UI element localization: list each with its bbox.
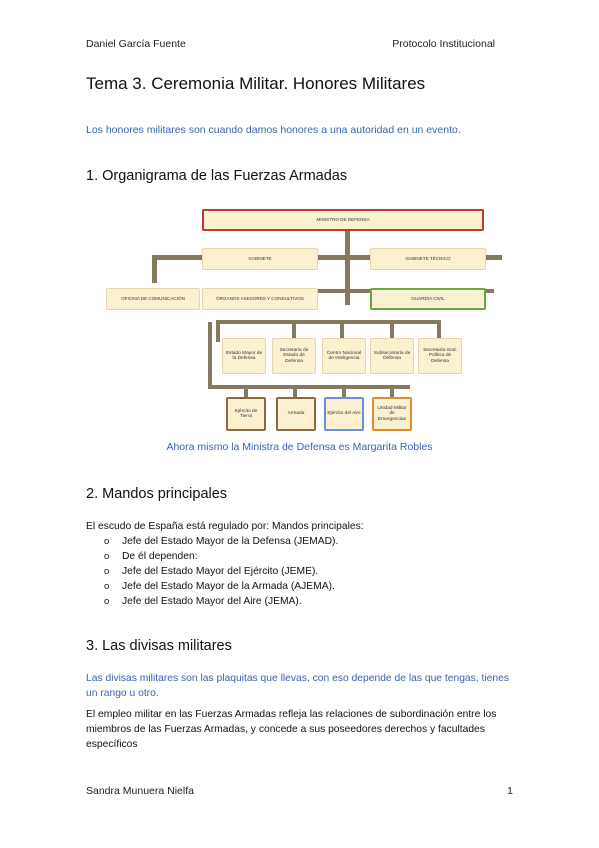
header-author: Daniel García Fuente xyxy=(86,38,186,50)
org-box-minister: MINISTRO DE DEFENSA xyxy=(202,209,484,231)
list-item: Jefe del Estado Mayor del Aire (JEMA). xyxy=(104,594,338,609)
list-item-text: Jefe del Estado Mayor del Aire (JEMA). xyxy=(122,596,302,607)
org-box-organos: ÓRGANOS ASESORES Y CONSULTIVOS xyxy=(202,288,318,310)
org-box-level4: Ejército del Aire xyxy=(324,397,364,431)
list-item: Jefe del Estado Mayor del Ejército (JEME… xyxy=(104,564,338,579)
org-box-level3: Centro Nacional de Inteligencia xyxy=(322,338,366,374)
list-item: Jefe del Estado Mayor de la Defensa (JEM… xyxy=(104,534,338,549)
footer-author: Sandra Munuera Nielfa xyxy=(86,785,194,797)
list-item-text: Jefe del Estado Mayor de la Defensa (JEM… xyxy=(122,536,339,547)
section1-heading: 1. Organigrama de las Fuerzas Armadas xyxy=(86,168,348,184)
org-line xyxy=(340,320,344,342)
org-box-level3: Secretaría Gral. Política de Defensa xyxy=(418,338,462,374)
intro-text: Los honores militares son cuando damos h… xyxy=(86,124,461,136)
org-box-level4: Armada xyxy=(276,397,316,431)
page-title: Tema 3. Ceremonia Militar. Honores Milit… xyxy=(86,74,426,93)
org-line xyxy=(437,320,441,342)
list-item-text: Jefe del Estado Mayor de la Armada (AJEM… xyxy=(122,581,335,592)
org-line xyxy=(208,322,212,386)
org-line xyxy=(293,385,297,397)
org-line xyxy=(208,385,410,389)
list-item-text: De él dependen: xyxy=(122,551,198,562)
org-line xyxy=(390,320,394,342)
org-line xyxy=(224,289,494,293)
org-box-gabinete: GABINETE xyxy=(202,248,318,270)
mandos-list: Jefe del Estado Mayor de la Defensa (JEM… xyxy=(104,534,338,609)
org-line xyxy=(152,255,157,283)
org-line xyxy=(216,320,220,342)
header-course: Protocolo Institucional xyxy=(392,38,495,50)
section3-blue-paragraph: Las divisas militares son las plaquitas … xyxy=(86,673,510,699)
list-item-text: Jefe del Estado Mayor del Ejército (JEME… xyxy=(122,566,319,577)
org-box-level4: Unidad Militar de Emergencias xyxy=(372,397,412,431)
section3-heading: 3. Las divisas militares xyxy=(86,638,232,654)
org-line xyxy=(345,230,350,305)
org-caption: Ahora mismo la Ministra de Defensa es Ma… xyxy=(166,441,433,453)
org-box-guardia-civil: GUARDIA CIVIL xyxy=(370,288,486,310)
org-box-level3: Estado Mayor de la Defensa xyxy=(222,338,266,374)
org-line xyxy=(342,385,346,397)
section2-lead: El escudo de España está regulado por: M… xyxy=(86,521,364,532)
list-item: Jefe del Estado Mayor de la Armada (AJEM… xyxy=(104,579,338,594)
section2-heading: 2. Mandos principales xyxy=(86,486,228,502)
org-line xyxy=(244,385,248,397)
org-box-level4: Ejército de Tierra xyxy=(226,397,266,431)
list-item: De él dependen: xyxy=(104,549,338,564)
org-box-level3: Subsecretaría de Defensa xyxy=(370,338,414,374)
org-box-gabinete-tecnico: GABINETE TÉCNICO xyxy=(370,248,486,270)
section3-paragraph: El empleo militar en las Fuerzas Armadas… xyxy=(86,709,497,750)
org-box-level3: Secretaría de Estado de Defensa xyxy=(272,338,316,374)
org-chart: MINISTRO DE DEFENSA GABINETE GABINETE TÉ… xyxy=(104,205,502,435)
org-line xyxy=(216,320,441,324)
org-line xyxy=(152,255,502,260)
org-line xyxy=(292,320,296,342)
page-number: 1 xyxy=(507,785,513,797)
org-box-oficina: OFICINA DE COMUNICACIÓN xyxy=(106,288,200,310)
org-line xyxy=(390,385,394,397)
